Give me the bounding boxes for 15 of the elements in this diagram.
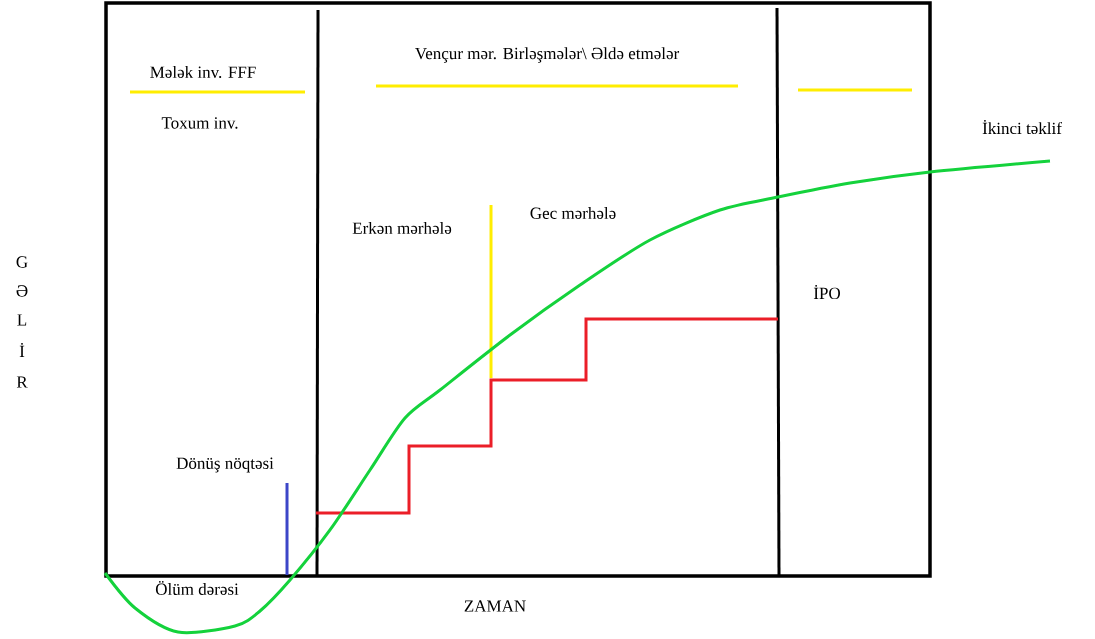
stage-label: Vençur mər. Birləşmələr\ Əldə etmələr xyxy=(415,47,680,63)
axis-letter: R xyxy=(16,376,28,388)
stage-label: Mələk inv. FFF xyxy=(150,66,256,78)
stage-label: Erkən mərhələ xyxy=(352,222,452,234)
point-label: Ölüm dərəsi xyxy=(155,581,239,595)
axis-letter: L xyxy=(17,314,27,326)
stage-label: İkinci təklif xyxy=(982,119,1062,135)
stage-label: Gec mərhələ xyxy=(530,207,616,219)
point-label: Dönüş nöqtəsi xyxy=(176,457,274,473)
axis-letter: Ə xyxy=(16,285,28,297)
stage-label: Toxum inv. xyxy=(161,117,238,129)
axis-letter: G xyxy=(16,256,28,268)
axis-label: ZAMAN xyxy=(464,600,526,612)
stage-label: İPO xyxy=(813,284,840,300)
axis-letter: İ xyxy=(19,342,25,357)
